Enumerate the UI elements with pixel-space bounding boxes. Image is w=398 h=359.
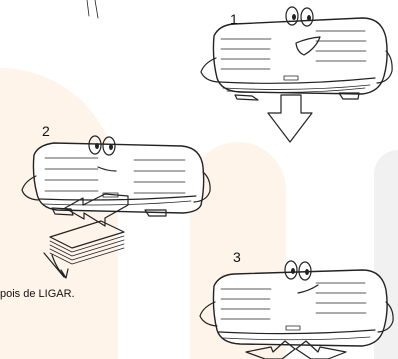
step-number-2: 2 bbox=[42, 123, 50, 139]
step-number-1: 1 bbox=[230, 11, 238, 27]
step-number-3: 3 bbox=[233, 249, 241, 265]
ac-unit-step-2 bbox=[21, 135, 211, 279]
caption-text: pois de LIGAR. bbox=[0, 288, 75, 300]
ac-unit-step-1 bbox=[200, 6, 393, 143]
stray-marks bbox=[86, 0, 99, 19]
ac-unit-step-3 bbox=[199, 260, 394, 359]
